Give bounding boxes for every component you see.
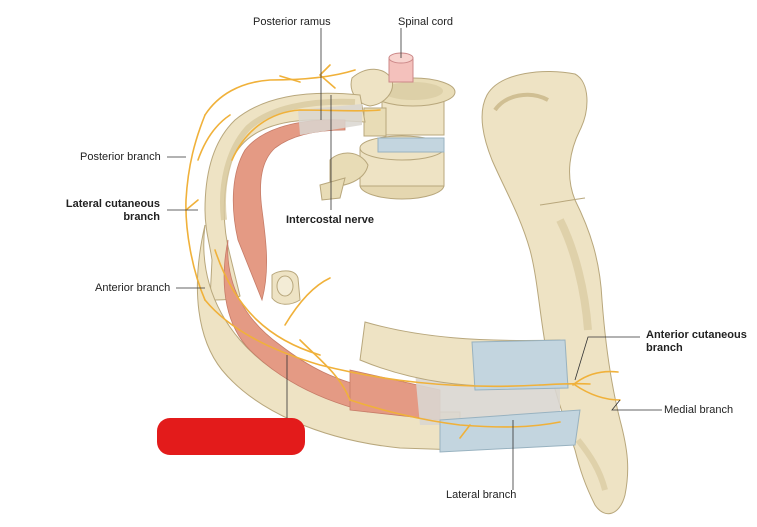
label-lateral-cutaneous-branch: Lateral cutaneous branch	[56, 198, 160, 224]
upper-rib	[204, 92, 366, 305]
label-posterior-branch: Posterior branch	[80, 151, 161, 163]
label-lateral-cutaneous-line2: branch	[123, 211, 160, 223]
label-intercostal-nerve: Intercostal nerve	[286, 214, 375, 226]
spinal-cord	[388, 52, 414, 83]
label-anterior-cutaneous-branch: Anterior cutaneous branch	[646, 329, 747, 355]
label-lateral-cutaneous-line1: Lateral cutaneous	[65, 198, 160, 210]
vertebrae	[319, 68, 456, 201]
leader-lines	[167, 28, 662, 490]
label-lateral-branch: Lateral branch	[446, 489, 517, 501]
label-medial-branch: Medial branch	[664, 404, 734, 416]
label-anterior-branch: Anterior branch	[95, 282, 171, 294]
label-anterior-cutaneous-line2: branch	[646, 342, 683, 354]
label-spinal-cord: Spinal cord	[398, 16, 454, 28]
sternum	[481, 71, 629, 515]
intercostal-nerves	[185, 64, 621, 439]
label-posterior-ramus: Posterior ramus	[253, 16, 331, 28]
redaction-bar	[157, 418, 305, 455]
label-anterior-cutaneous-line1: Anterior cutaneous	[646, 329, 747, 341]
